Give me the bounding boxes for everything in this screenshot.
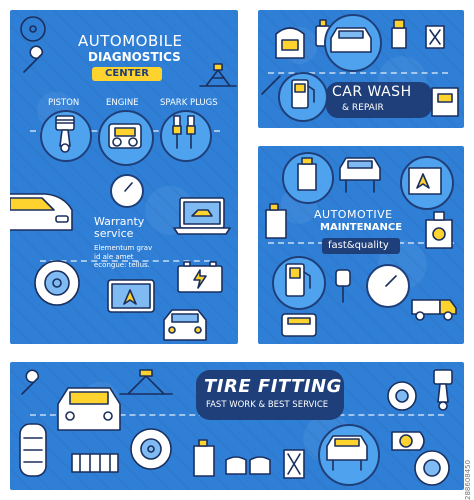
- car-front-bottom-icon: [163, 309, 207, 341]
- coolant-bottle-icon: [425, 211, 453, 249]
- car-front-wash-icon: [330, 27, 372, 53]
- wrench-icon: [23, 45, 44, 73]
- car-front-tire-icon: [57, 387, 121, 431]
- spark-plug-icon: [172, 115, 196, 149]
- fuel-canister-icon: [425, 25, 445, 49]
- car-jack-icon: [199, 63, 237, 87]
- alloy-wheel-icon: [414, 450, 450, 486]
- car-wash-title-box: [326, 82, 432, 118]
- diagnostics-title-line1: AUTOMOBILE: [78, 32, 183, 50]
- dashed-connector: [268, 72, 448, 74]
- warranty-text: Elementum grav id ale amet econgue: tell…: [94, 244, 153, 269]
- wheel-icon: [130, 428, 172, 470]
- diagnostics-banner: AUTOMOBILE DIAGNOSTICS CENTER PISTON ENG…: [10, 10, 238, 344]
- fuel-pump-icon: [291, 79, 315, 109]
- gps-navigator-icon: [107, 279, 155, 313]
- oil-can-icon: [297, 157, 317, 191]
- headlight-icon: [391, 431, 425, 451]
- maintenance-title-line2: MAINTENANCE: [320, 222, 403, 233]
- gauge-icon: [366, 264, 410, 308]
- car-key-icon: [335, 269, 351, 303]
- gear-icon: [387, 381, 417, 411]
- fast-quality-badge-bg: [322, 238, 400, 254]
- car-service-icon: [326, 435, 368, 471]
- car-jack-icon: [119, 369, 173, 395]
- tire-fitting-title: TIRE FITTING: [204, 376, 342, 397]
- dashed-connector: [40, 260, 210, 262]
- spray-bottle-icon: [391, 19, 407, 49]
- piston-icon: [433, 369, 453, 411]
- engine-small-icon: [281, 313, 317, 337]
- car-lift-bar-icon: [71, 453, 119, 473]
- tow-truck-icon: [411, 299, 457, 321]
- maintenance-title-line1: AUTOMOTIVE: [314, 208, 393, 221]
- tire-fitting-title-box: [196, 370, 344, 420]
- car-wash-banner: CAR WASH & REPAIR: [258, 10, 464, 128]
- wrench-icon: [261, 75, 281, 95]
- car-front-icon: [10, 193, 73, 231]
- tire-stack-icon: [19, 423, 47, 477]
- speedometer-icon: [110, 174, 144, 208]
- fast-quality-badge: fast&quality: [328, 240, 389, 251]
- jerrycan-icon: [265, 203, 287, 239]
- battery-icon: [177, 261, 223, 293]
- steering-wheel-icon: [20, 16, 46, 42]
- spark-plugs-label: SPARK PLUGS: [160, 98, 218, 108]
- fuel-station-icon: [285, 263, 311, 297]
- car-wash-subtitle: & REPAIR: [342, 103, 384, 113]
- fuel-canister-icon: [193, 439, 215, 477]
- laptop-diagnostic-icon: [173, 197, 231, 235]
- tire-icon: [34, 260, 80, 306]
- engine-label: ENGINE: [106, 98, 139, 108]
- stock-id-watermark: 288608450: [464, 459, 472, 500]
- center-badge: CENTER: [92, 67, 162, 81]
- tire-fitting-banner: TIRE FITTING FAST WORK & BEST SERVICE: [10, 362, 464, 490]
- engine-icon: [108, 123, 142, 149]
- tire-fitting-subtitle: FAST WORK & BEST SERVICE: [206, 400, 329, 410]
- warranty-title: Warranty service: [94, 215, 145, 240]
- piston-icon: [55, 115, 75, 153]
- piston-label: PISTON: [48, 98, 80, 108]
- jerrycan-icon: [283, 449, 305, 479]
- car-wash-title: CAR WASH: [332, 84, 412, 100]
- map-icon: [408, 167, 442, 195]
- maintenance-banner: AUTOMOTIVE MAINTENANCE fast&quality: [258, 146, 464, 344]
- car-lift-icon: [431, 87, 459, 117]
- car-wash-spray-icon: [275, 27, 305, 59]
- car-on-lift-icon: [339, 157, 381, 193]
- brake-pads-icon: [225, 456, 271, 475]
- diagnostics-title-line2: DIAGNOSTICS: [88, 50, 181, 64]
- wrench-icon: [21, 369, 40, 395]
- spark-plugs-circle: [160, 110, 212, 162]
